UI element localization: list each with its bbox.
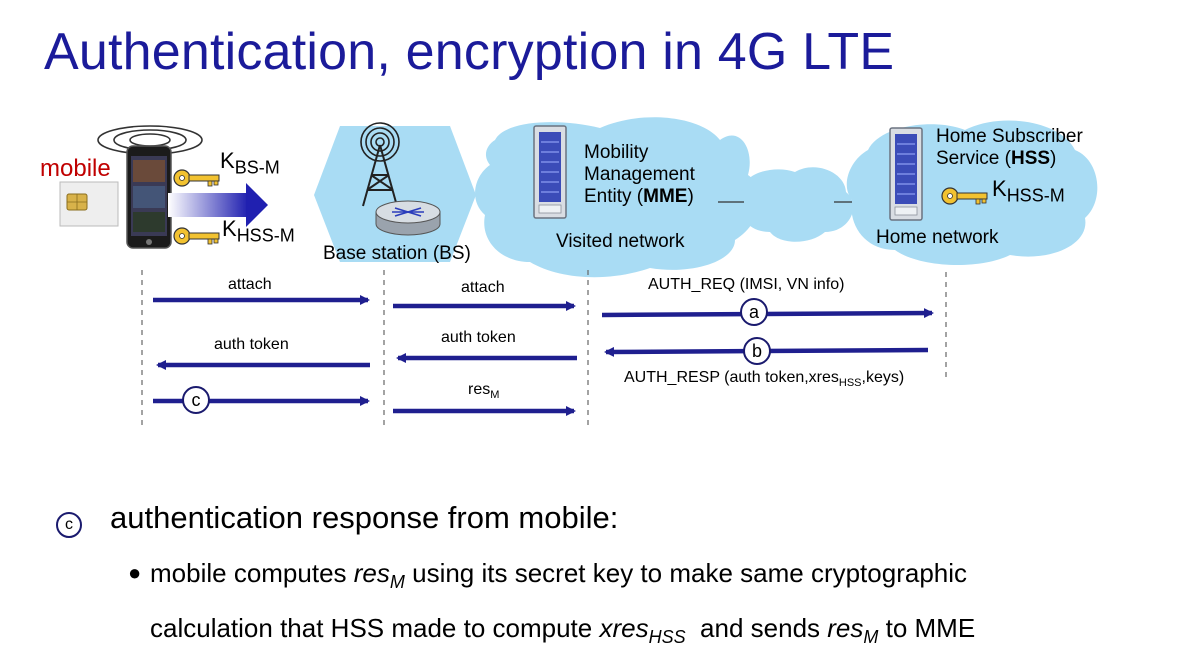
mme-server-icon	[533, 125, 567, 219]
tower-icon	[362, 144, 398, 207]
msg-auth-resp: AUTH_RESP (auth token,xresHSS,keys)	[624, 369, 905, 390]
step-marker-a: a	[740, 298, 768, 326]
bullet-sub-line-2: calculation that HSS made to compute xre…	[150, 613, 976, 648]
step-marker-b: b	[743, 337, 771, 365]
msg-auth-token-2: auth token	[441, 329, 516, 346]
home-network-label: Home network	[876, 227, 999, 248]
key-hss-m-mobile-label: KHSS-M	[222, 216, 295, 246]
bullet-dot-icon: ●	[128, 560, 142, 585]
base-station-hexagon	[314, 126, 476, 262]
base-station-label: Base station (BS)	[323, 243, 471, 264]
msg-res-m: resM	[468, 381, 500, 402]
router-icon	[375, 200, 441, 236]
page-title: Authentication, encryption in 4G LTE	[44, 23, 895, 81]
key-icon	[173, 227, 220, 245]
key-hss-m-home-label: KHSS-M	[992, 176, 1065, 206]
internet-cloud	[739, 167, 854, 242]
hss-label: Home Subscriber Service (HSS)	[936, 126, 1083, 169]
step-marker-c-bullet: c	[56, 512, 82, 538]
mobile-label: mobile	[40, 155, 111, 182]
msg-auth-req: AUTH_REQ (IMSI, VN info)	[648, 276, 845, 293]
key-icon	[941, 187, 988, 205]
phone-icon	[126, 145, 172, 249]
lifelines	[141, 270, 947, 428]
msg-auth-token-1: auth token	[214, 336, 289, 353]
key-icon	[173, 169, 220, 187]
signal-beam-arrow	[168, 183, 268, 227]
visited-network-label: Visited network	[556, 231, 685, 252]
mme-label: Mobility Management Entity (MME)	[584, 142, 695, 207]
key-bs-m-label: KBS-M	[220, 148, 280, 178]
bullet-main-text: authentication response from mobile:	[110, 500, 619, 535]
msg-attach-1: attach	[228, 276, 272, 293]
sim-card-icon	[59, 181, 119, 227]
msg-attach-2: attach	[461, 279, 505, 296]
hss-server-icon	[889, 127, 923, 221]
step-marker-c: c	[182, 386, 210, 414]
bullet-sub-line-1: mobile computes resM using its secret ke…	[150, 558, 968, 593]
